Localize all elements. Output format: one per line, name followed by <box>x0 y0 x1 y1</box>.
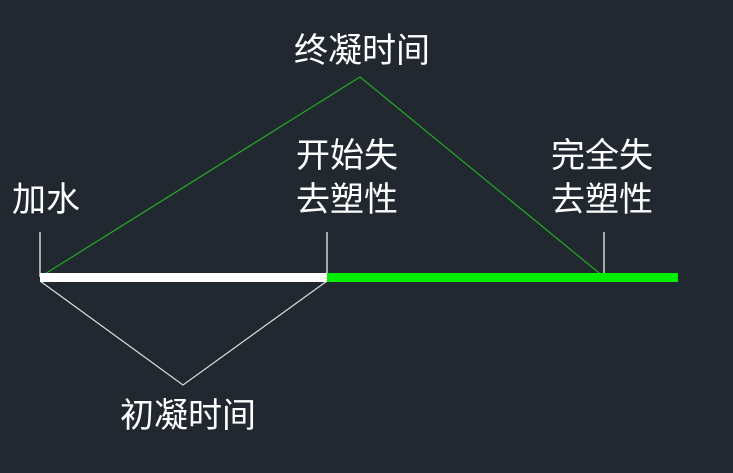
add-water-label: 加水 <box>12 180 80 220</box>
full-lose-line1: 完全失 <box>551 136 653 176</box>
start-lose-line1: 开始失 <box>296 136 398 176</box>
full-lose-line2: 去塑性 <box>551 180 653 220</box>
initial-segment-bar <box>40 273 327 282</box>
start-lose-line2: 去塑性 <box>296 180 398 220</box>
final-set-time-label: 终凝时间 <box>294 31 430 71</box>
start-lose-plasticity-label: 开始失 去塑性 <box>296 134 398 222</box>
initial-set-time-label: 初凝时间 <box>120 396 256 436</box>
full-lose-plasticity-label: 完全失 去塑性 <box>551 134 653 222</box>
initial-set-bracket <box>39 280 328 386</box>
final-segment-bar <box>327 273 678 282</box>
final-set-bracket <box>39 76 605 278</box>
